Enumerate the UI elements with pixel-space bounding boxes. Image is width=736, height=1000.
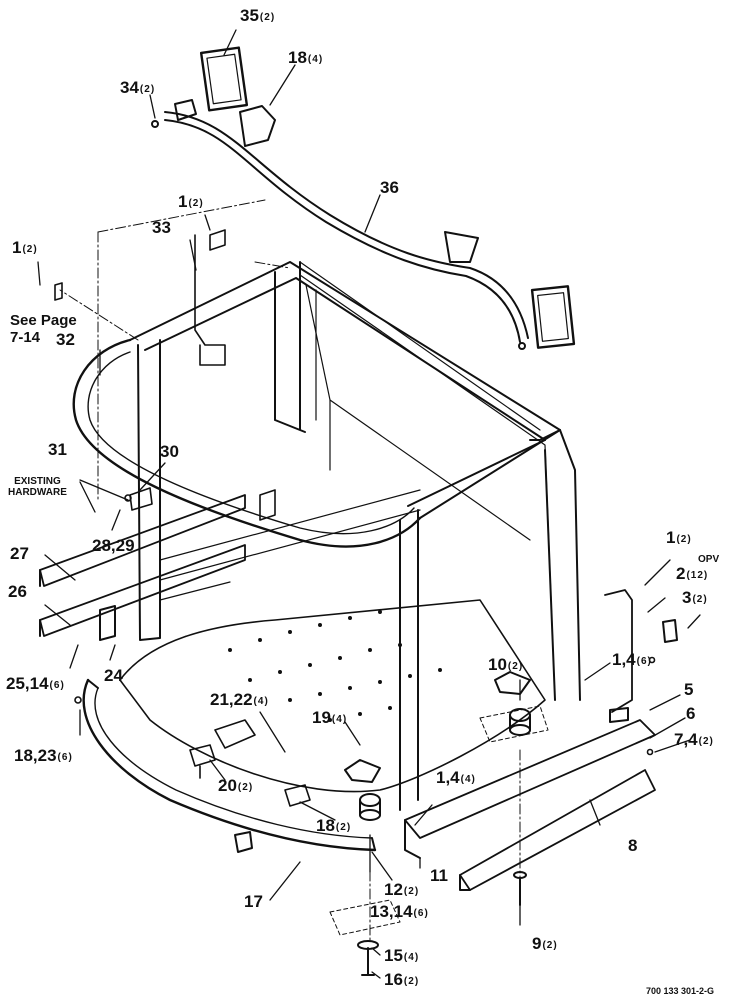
right-mirror xyxy=(530,285,576,349)
callout-9: 9(2) xyxy=(532,934,558,953)
brackets-hardware xyxy=(54,229,656,807)
callout-1-upper-mid: 1(2) xyxy=(178,192,204,211)
callout-18-top: 18(4) xyxy=(288,48,324,67)
callout-2: 2(12) xyxy=(676,564,709,583)
callout-26: 26 xyxy=(8,582,27,601)
callout-27: 27 xyxy=(10,544,29,563)
callout-36: 36 xyxy=(380,178,399,197)
callout-1-upper-left: 1(2) xyxy=(12,238,38,257)
callout-17: 17 xyxy=(244,892,263,911)
callout-34: 34(2) xyxy=(120,78,156,97)
dash-dot-leaders xyxy=(59,199,521,941)
callout-1-right: 1(2) xyxy=(666,528,692,547)
mirror-bar-assembly xyxy=(151,46,576,350)
callout-6: 6 xyxy=(686,704,696,723)
callout-35: 35(2) xyxy=(240,6,276,25)
callout-19: 19(4) xyxy=(312,708,348,727)
figure-number: 700 133 301-2-G xyxy=(646,986,715,996)
callout-16: 16(2) xyxy=(384,970,420,989)
leader-lines xyxy=(37,29,701,979)
left-mirror xyxy=(199,46,249,112)
callout-12: 12(2) xyxy=(384,880,420,899)
callout-20: 20(2) xyxy=(218,776,254,795)
callout-1-4-lower: 1,4(4) xyxy=(436,768,476,787)
isolator-mounts xyxy=(344,671,531,976)
callout-32: 32 xyxy=(56,330,75,349)
front-bumper xyxy=(82,678,377,853)
callout-24: 24 xyxy=(104,666,123,685)
right-bracket xyxy=(604,589,678,723)
callout-15: 15(4) xyxy=(384,946,420,965)
callout-18-23: 18,23(6) xyxy=(14,746,73,765)
callout-13-14: 13,14(6) xyxy=(370,902,429,921)
callout-5: 5 xyxy=(684,680,694,699)
left-rails xyxy=(39,494,246,641)
callout-25-14: 25,14(6) xyxy=(6,674,65,693)
callout-18-mid: 18(2) xyxy=(316,816,352,835)
callout-8: 8 xyxy=(628,836,638,855)
floor-plate xyxy=(119,599,546,793)
callout-1-4-upper: 1,4(6) xyxy=(612,650,652,669)
callout-11: 11 xyxy=(430,866,448,885)
callout-10: 10(2) xyxy=(488,655,524,674)
right-rails xyxy=(404,719,656,891)
callout-7-4: 7,4(2) xyxy=(674,730,714,749)
callout-21-22: 21,22(4) xyxy=(210,690,269,709)
opv-note: OPV xyxy=(698,554,720,565)
callout-31: 31 xyxy=(48,440,67,459)
skid-plates xyxy=(329,705,549,936)
callout-33: 33 xyxy=(152,218,171,237)
callout-3: 3(2) xyxy=(682,588,708,607)
callout-28-29: 28,29 xyxy=(92,536,135,555)
callout-30: 30 xyxy=(160,442,179,461)
